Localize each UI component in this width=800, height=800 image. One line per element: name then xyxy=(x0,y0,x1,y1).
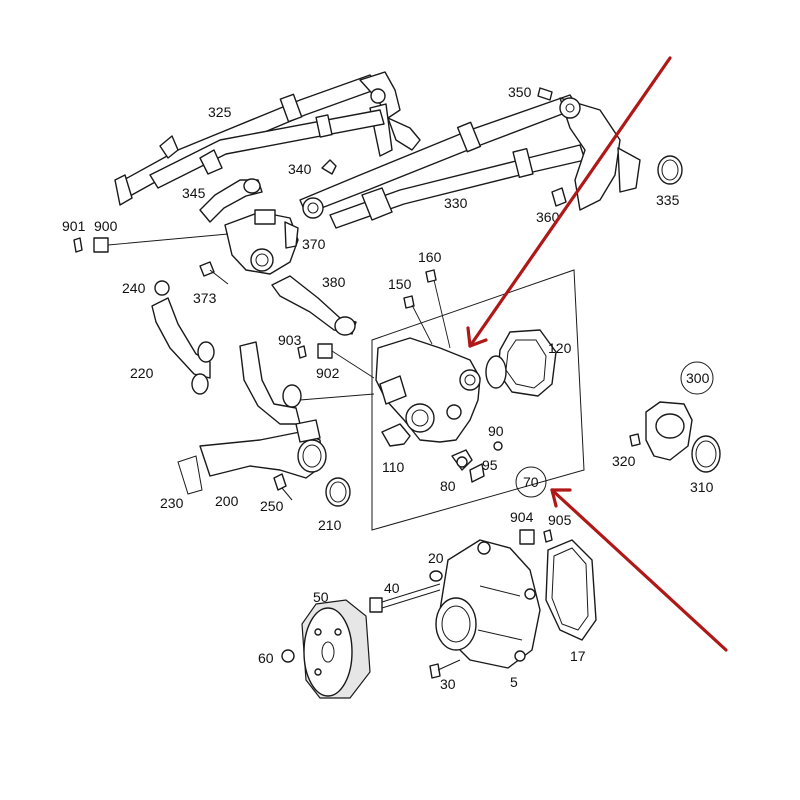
label-200: 200 xyxy=(215,493,239,509)
label-50: 50 xyxy=(313,589,329,605)
label-160: 160 xyxy=(418,249,442,265)
label-345: 345 xyxy=(182,185,206,201)
sensor-80 xyxy=(451,449,473,471)
pulley-50 xyxy=(301,599,371,699)
bolt-360 xyxy=(551,187,567,207)
coolant-pipe-330 xyxy=(299,94,586,229)
o-ring-130 xyxy=(485,355,507,389)
bolt-30 xyxy=(429,659,461,679)
ring-110 xyxy=(381,423,411,447)
hose-pipe-central xyxy=(239,341,375,425)
hose-380 xyxy=(271,275,357,336)
label-30: 30 xyxy=(440,676,456,692)
bolt-320 xyxy=(629,433,641,447)
label-110: 110 xyxy=(382,459,405,475)
hose-220 xyxy=(151,297,215,395)
hose-345 xyxy=(199,178,263,223)
label-325: 325 xyxy=(208,104,232,120)
label-373: 373 xyxy=(193,290,217,306)
label-340: 340 xyxy=(288,161,312,177)
gasket-17 xyxy=(545,539,597,641)
bolt-160 xyxy=(425,269,451,349)
label-300: 300 xyxy=(686,370,710,386)
sensor-902 xyxy=(317,343,375,379)
o-ring-310 xyxy=(691,435,721,473)
label-80: 80 xyxy=(440,478,456,494)
bushing-20 xyxy=(429,570,443,582)
label-5: 5 xyxy=(510,674,518,690)
label-210: 210 xyxy=(318,517,342,533)
bolt-40 xyxy=(369,583,441,613)
bracket-340 xyxy=(321,159,337,175)
label-220: 220 xyxy=(130,365,154,381)
label-310: 310 xyxy=(690,479,714,495)
label-903: 903 xyxy=(278,332,302,348)
label-901: 901 xyxy=(62,218,86,234)
pump-housing-central xyxy=(375,337,481,443)
label-60: 60 xyxy=(258,650,274,666)
clip-230 xyxy=(177,455,203,495)
label-905: 905 xyxy=(548,512,572,528)
label-330: 330 xyxy=(444,195,468,211)
washer-90 xyxy=(493,441,503,451)
seal-903 xyxy=(297,345,307,359)
part-labels: 325 350 340 345 335 330 360 901 900 370 … xyxy=(62,84,714,692)
thermostat-housing-350 xyxy=(537,87,641,211)
label-90: 90 xyxy=(488,423,504,439)
o-ring-335 xyxy=(657,155,683,185)
label-902: 902 xyxy=(316,365,340,381)
label-335: 335 xyxy=(656,192,680,208)
clamp-240 xyxy=(154,280,170,296)
water-pump-5 xyxy=(435,539,541,669)
label-230: 230 xyxy=(160,495,184,511)
label-120: 120 xyxy=(548,340,572,356)
label-40: 40 xyxy=(384,580,400,596)
label-380: 380 xyxy=(322,274,346,290)
label-20: 20 xyxy=(428,550,444,566)
hose-200 xyxy=(199,419,327,479)
label-350: 350 xyxy=(508,84,532,100)
seal-901 xyxy=(73,237,83,253)
o-ring-210 xyxy=(325,477,351,507)
label-904: 904 xyxy=(510,509,534,525)
bolt-60 xyxy=(281,649,295,663)
label-150: 150 xyxy=(388,276,412,292)
label-17: 17 xyxy=(570,648,586,664)
housing-370 xyxy=(224,209,299,275)
label-70: 70 xyxy=(523,474,539,490)
label-320: 320 xyxy=(612,453,636,469)
coolant-pipe-lower-325 xyxy=(149,109,385,189)
bolt-250 xyxy=(273,473,293,501)
highlight-arrow-upper xyxy=(466,56,672,348)
seal-905 xyxy=(543,529,553,543)
label-370: 370 xyxy=(302,236,326,252)
label-900: 900 xyxy=(94,218,118,234)
highlight-arrow-lower xyxy=(550,488,728,652)
clip-95 xyxy=(469,463,485,483)
label-360: 360 xyxy=(536,209,560,225)
callout-circle-70 xyxy=(515,466,547,498)
label-250: 250 xyxy=(260,498,284,514)
housing-300 xyxy=(645,361,714,461)
bolt-373 xyxy=(199,261,229,285)
label-240: 240 xyxy=(122,280,146,296)
label-95: 95 xyxy=(482,457,498,473)
bolt-150 xyxy=(403,295,433,345)
sensor-904 xyxy=(519,529,535,545)
sensor-900 xyxy=(93,233,229,253)
